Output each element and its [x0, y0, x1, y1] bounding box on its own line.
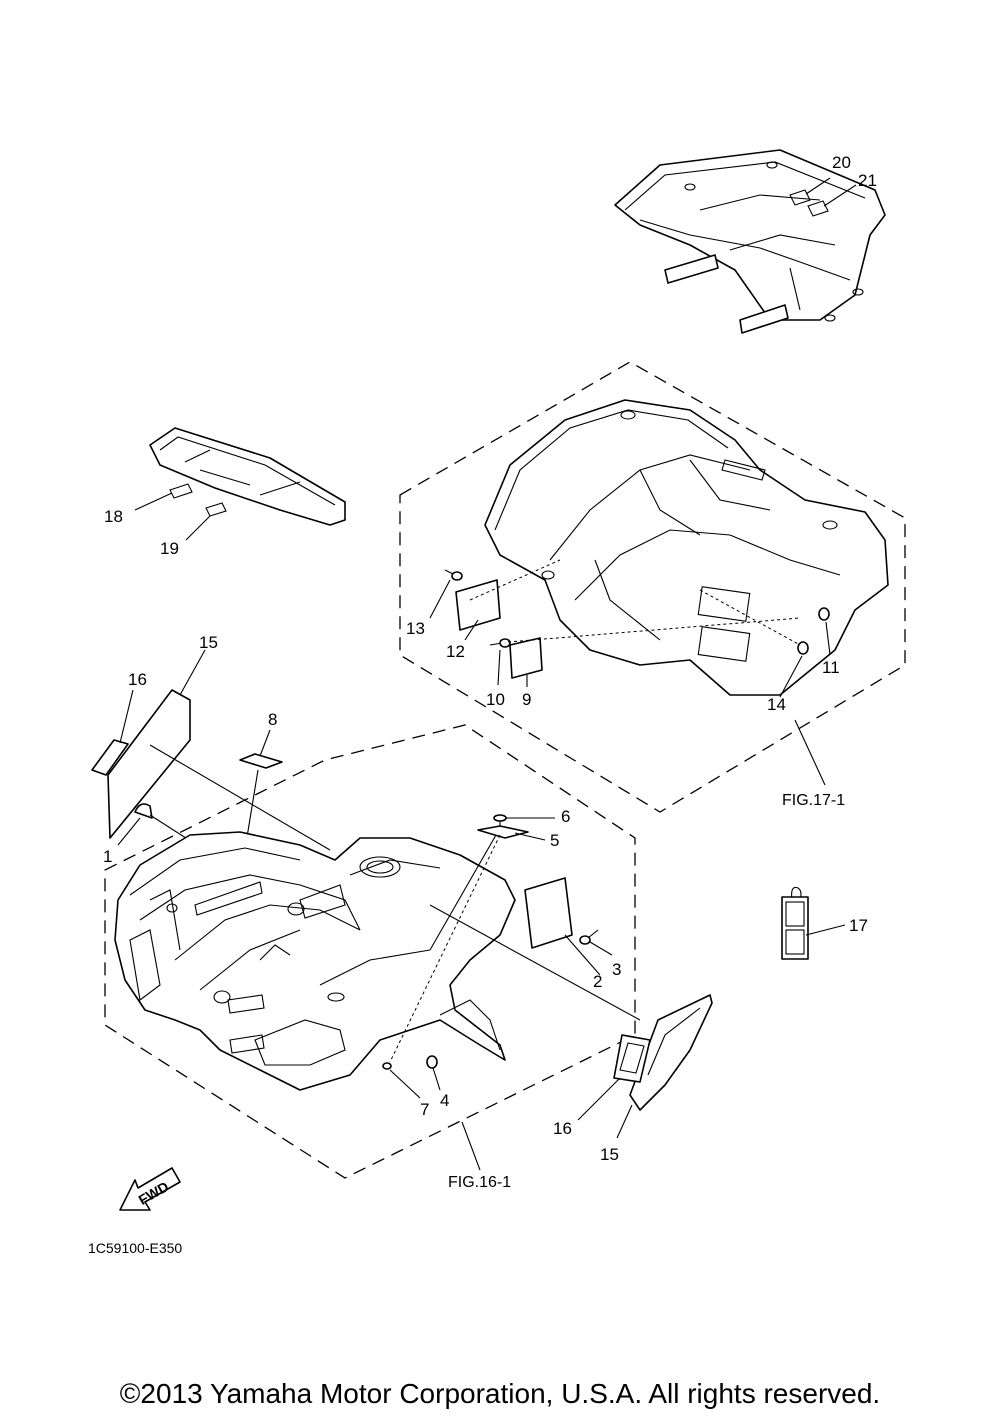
leader-3: [589, 941, 613, 956]
label-part-12: 12: [446, 642, 465, 661]
part-4-grommet: [426, 1055, 438, 1069]
leader-5-to-fender: [429, 834, 497, 951]
leader-14: [779, 655, 803, 698]
part-3-bolt: [579, 929, 599, 945]
leader-13: [429, 579, 451, 619]
part-15-grizzly-decal: [629, 994, 713, 1111]
leader-2: [564, 934, 601, 976]
part-13-bolt: [444, 569, 463, 581]
label-part-20: 20: [832, 153, 851, 172]
label-part-5: 5: [550, 831, 559, 850]
leader-12: [464, 619, 479, 641]
label-part-16-right: 16: [553, 1119, 572, 1138]
label-part-13: 13: [406, 619, 425, 638]
part-1-emblem: [134, 803, 153, 819]
label-part-6: 6: [561, 807, 570, 826]
part-8-label: [239, 753, 283, 769]
leader-10: [497, 649, 501, 686]
part-14-grommet: [797, 641, 809, 655]
part-2-plate: [524, 877, 573, 949]
label-part-2: 2: [593, 972, 602, 991]
label-part-3: 3: [612, 960, 621, 979]
label-part-19: 19: [160, 539, 179, 558]
fwd-arrow-icon: [119, 1167, 181, 1211]
fig-ref-front[interactable]: FIG.16-1: [448, 1174, 511, 1191]
label-part-17: 17: [849, 916, 868, 935]
label-part-15-right: 15: [600, 1145, 619, 1164]
leader-15a-to-fender: [149, 744, 331, 851]
leader-16a: [119, 689, 134, 744]
fig-ref-rear[interactable]: FIG.17-1: [782, 792, 845, 809]
leader-5: [514, 832, 546, 841]
label-part-21: 21: [858, 171, 877, 190]
label-part-16-left: 16: [128, 670, 147, 689]
diagram-code: 1C59100-E350: [88, 1240, 182, 1256]
leader-15b: [616, 1104, 633, 1139]
leader-7: [389, 1069, 421, 1099]
label-part-8: 8: [268, 710, 277, 729]
front-fender-dashed-box: [104, 724, 636, 1179]
label-part-1: 1: [103, 847, 112, 866]
leader-18: [134, 492, 173, 511]
leader-15a: [179, 649, 206, 696]
label-part-18: 18: [104, 507, 123, 526]
part-15-side-decal: [107, 689, 191, 839]
leader-4: [432, 1067, 441, 1091]
label-part-7: 7: [420, 1100, 429, 1119]
copyright-notice: ©2013 Yamaha Motor Corporation, U.S.A. A…: [119, 1378, 881, 1409]
label-part-15-left: 15: [199, 633, 218, 652]
leader-19: [185, 515, 211, 541]
leader-fig16: [461, 1121, 481, 1171]
part-10-bolt: [489, 638, 511, 648]
part-12-plate: [455, 579, 501, 631]
leader-20: [805, 177, 831, 195]
leader-8: [259, 729, 271, 757]
leader-17: [805, 924, 846, 936]
leader-15b-to-fender: [429, 904, 641, 1021]
leader-11: [825, 621, 831, 656]
part-5-gasket: [477, 825, 529, 839]
label-part-9: 9: [522, 690, 531, 709]
rear-carrier: [614, 149, 886, 334]
part-16-side-emblem: [91, 739, 129, 776]
label-part-10: 10: [486, 690, 505, 709]
part-7-clip: [382, 1062, 392, 1070]
label-part-14: 14: [767, 695, 786, 714]
leader-1: [117, 817, 141, 846]
part-9-plate: [509, 637, 543, 679]
leader-16b: [577, 1077, 621, 1121]
part-17-hang-tag: [781, 886, 809, 960]
label-part-4: 4: [440, 1091, 449, 1110]
label-part-11: 11: [822, 658, 840, 677]
part-11-grommet: [818, 607, 830, 621]
rear-fender: [484, 399, 889, 696]
leader-21: [823, 184, 857, 207]
front-carrier: [149, 427, 346, 526]
front-fender: [114, 831, 516, 1091]
leader-fig17: [794, 719, 826, 786]
